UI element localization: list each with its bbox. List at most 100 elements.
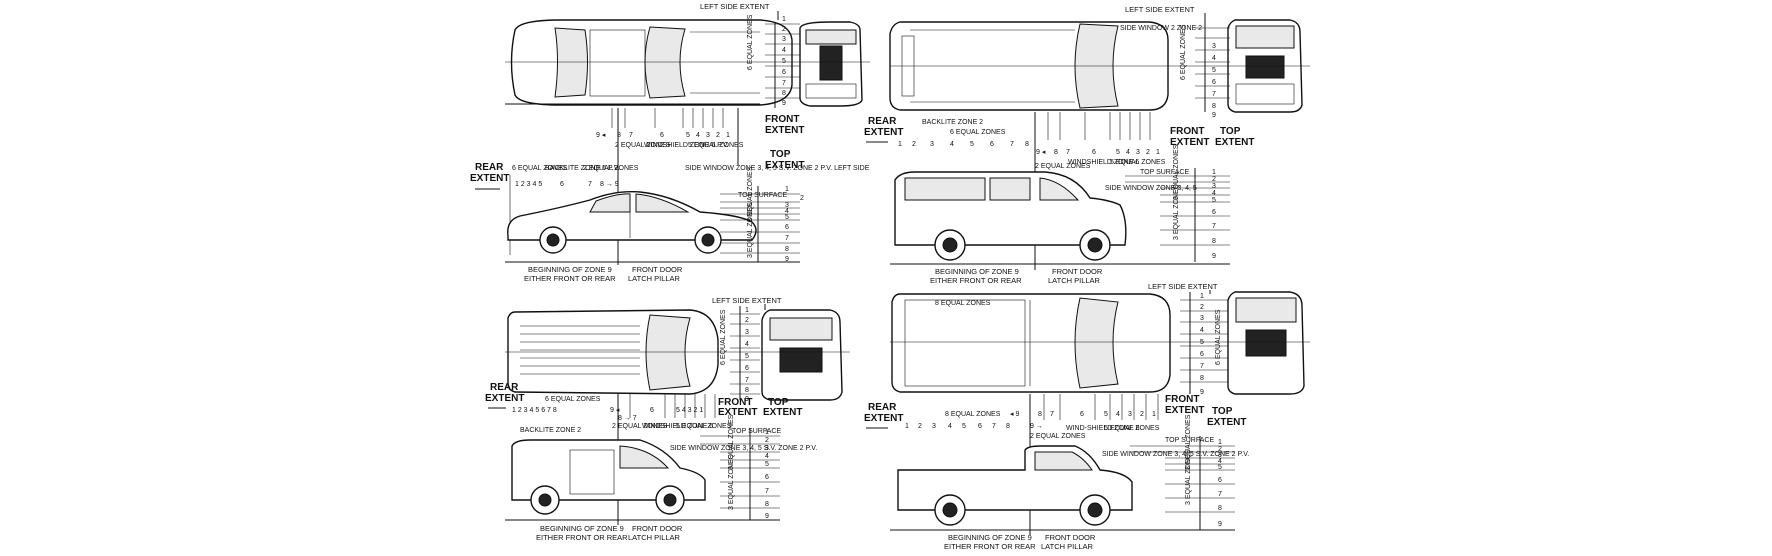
suv-backlite-label: BACKLITE ZONE 2 [922,119,983,126]
svg-text:2: 2 [765,437,769,444]
svg-text:8: 8 [1054,149,1058,156]
svg-text:9 ◂: 9 ◂ [1036,149,1046,156]
pickup-three-zones-a: 3 EQUAL ZONES [1185,414,1192,470]
sedan-front-view [799,21,863,107]
suv-front-door-1: FRONT DOOR [1052,267,1103,276]
sedan-top-surface: TOP SURFACE [738,192,787,199]
sedan-top-view [510,19,793,106]
van-three-zones-b: 3 EQUAL ZONES [728,454,735,510]
svg-text:5: 5 [1212,197,1216,204]
sedan-side-window-label: SIDE WINDOW ZONE 3, 4, 5 S.V. ZONE 2 P.V… [685,165,870,172]
sedan-top-extent-2: EXTENT [765,160,804,171]
pickup-rear-extent-2: EXTENT [864,413,903,424]
pickup-side-view [897,445,1133,526]
svg-text:7: 7 [1212,223,1216,230]
svg-text:7: 7 [782,80,786,87]
svg-text:8: 8 [765,501,769,508]
svg-text:3: 3 [785,202,789,209]
sedan-windshield-label: WINDSHIELD ZONE 6 P.V. [644,142,729,149]
suv-front-extent-1: FRONT [1170,126,1204,137]
svg-text:7: 7 [1010,141,1014,148]
sedan-side-view [507,190,757,254]
svg-text:7: 7 [1212,91,1216,98]
svg-text:3: 3 [1128,411,1132,418]
svg-text:5: 5 [1200,339,1204,346]
pickup-front-door-2: LATCH PILLAR [1041,542,1094,551]
suv-top-extent-1: TOP [1220,126,1241,137]
suv-front-extent-2: EXTENT [1170,137,1209,148]
svg-text:6: 6 [785,224,789,231]
svg-text:9: 9 [765,513,769,520]
svg-text:2: 2 [1140,411,1144,418]
svg-text:4: 4 [1200,327,1204,334]
svg-text:3: 3 [745,329,749,336]
pickup-front-view [1227,291,1305,395]
svg-text:2: 2 [745,317,749,324]
suv-six-zones-label: 6 EQUAL ZONES [1180,24,1187,80]
svg-text:1: 1 [898,141,902,148]
svg-text:8: 8 [1212,103,1216,110]
svg-text:7: 7 [765,488,769,495]
sedan-rear-extent-1: REAR [475,162,504,173]
svg-text:7: 7 [629,132,633,139]
svg-text:6: 6 [765,474,769,481]
svg-text:8: 8 [1025,141,1029,148]
svg-text:2: 2 [1212,176,1216,183]
van-six-zones-label-2: 6 EQUAL ZONES [545,396,601,403]
van-side-view [511,439,706,515]
svg-text:2: 2 [800,195,804,202]
sedan-three-zones-b: 3 EQUAL ZONES [747,202,754,258]
suv-top-extent-2: EXTENT [1215,137,1254,148]
van-five-zones-label: 5 EQUAL ZONES [676,423,732,430]
pickup-top-extent-2: EXTENT [1207,417,1246,428]
svg-text:5: 5 [1104,411,1108,418]
suv-three-zones-a: 3 EQUAL ZONES [1173,144,1180,200]
svg-text:8: 8 [617,132,621,139]
svg-text:2: 2 [782,26,786,33]
sedan-front-door-2: LATCH PILLAR [628,274,681,283]
svg-text:5 4 3 2 1: 5 4 3 2 1 [676,407,703,414]
svg-text:6: 6 [1080,411,1084,418]
suv-left-side-extent: LEFT SIDE EXTENT [1125,5,1195,14]
svg-text:6: 6 [1212,209,1216,216]
svg-text:5: 5 [745,353,749,360]
svg-text:8: 8 [1200,375,1204,382]
svg-text:8 → 7: 8 → 7 [618,415,637,422]
van-front-extent-1: FRONT [718,397,752,408]
svg-text:3: 3 [782,36,786,43]
svg-text:5: 5 [1218,464,1222,471]
svg-text:4: 4 [948,423,952,430]
suv-two-zones-label: 2 EQUAL ZONES [1035,163,1091,170]
svg-text:7: 7 [1218,491,1222,498]
svg-text:2: 2 [716,132,720,139]
van-top-extent-1: TOP [768,397,789,408]
van-beginning-zone9-1: BEGINNING OF ZONE 9 [540,524,624,533]
pickup-front-extent-2: EXTENT [1165,405,1204,416]
svg-text:6: 6 [1092,149,1096,156]
svg-text:5: 5 [765,461,769,468]
suv-windshield-label: WINDSHIELD ZONE 6 [1068,159,1139,166]
svg-text:4: 4 [1212,55,1216,62]
svg-text:5: 5 [970,141,974,148]
svg-text:1 2 3 4 5: 1 2 3 4 5 [515,181,542,188]
sedan-beginning-zone9-2: EITHER FRONT OR REAR [524,274,616,283]
suv-five-zones-label: 5 EQUAL ZONES [1110,159,1166,166]
svg-text:3: 3 [1212,43,1216,50]
svg-text:1: 1 [1152,411,1156,418]
sedan-side-zone-scale: TOP SURFACE 1 2 3 4 5 6 7 8 9 3 EQUAL ZO… [720,166,804,263]
sedan-beginning-zone9-1: BEGINNING OF ZONE 9 [528,265,612,274]
svg-text:7: 7 [785,235,789,242]
pickup-five-zones-label: 5 EQUAL ZONES [1104,425,1160,432]
van-front-extent-2: EXTENT [718,407,757,418]
van-side-window-label: SIDE WINDOW ZONE 3, 4, 5 S.V. ZONE 2 P.V… [670,445,817,452]
suv-three-zones-b: 3 EQUAL ZONES [1173,184,1180,240]
svg-text:7: 7 [1066,149,1070,156]
svg-text:3: 3 [1136,149,1140,156]
svg-text:9 →: 9 → [1030,423,1043,430]
van-top-extent-2: EXTENT [763,407,802,418]
svg-text:6: 6 [1200,351,1204,358]
pickup-rear-extent-1: REAR [868,402,897,413]
svg-text:1: 1 [1200,293,1204,300]
svg-text:9: 9 [785,256,789,263]
